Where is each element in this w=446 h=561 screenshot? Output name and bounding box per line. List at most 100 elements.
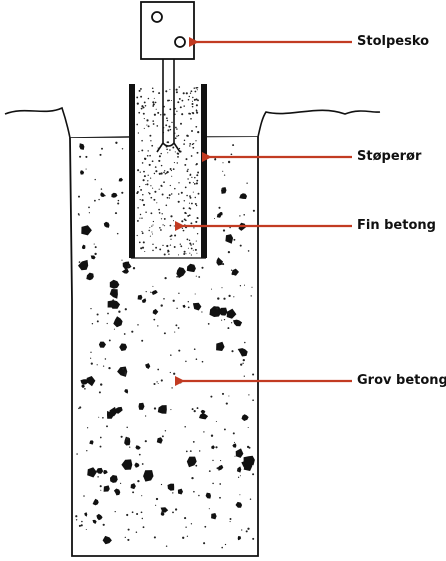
coarse-stone — [96, 467, 104, 474]
label-stolpesko: Stolpesko — [357, 34, 430, 49]
fine-speckle-dot — [173, 225, 175, 227]
coarse-speckle-dot — [76, 453, 78, 455]
fine-speckle-dot — [186, 134, 189, 137]
fine-speckle-dot — [170, 234, 173, 237]
coarse-speckle-dot — [221, 319, 223, 321]
coarse-speckle-dot — [99, 436, 102, 439]
fine-speckle-dot — [168, 125, 171, 128]
fine-speckle-dot — [165, 124, 168, 127]
coarse-speckle-dot — [179, 381, 182, 384]
fine-speckle-dot — [152, 103, 155, 106]
coarse-speckle-dot — [210, 395, 213, 398]
coarse-speckle-dot — [78, 261, 81, 263]
fine-speckle-dot — [187, 98, 190, 101]
coarse-speckle-dot — [227, 327, 230, 330]
coarse-speckle-dot — [131, 511, 134, 514]
fine-speckle-dot — [139, 186, 141, 188]
fine-speckle-dot — [197, 217, 199, 220]
coarse-speckle-dot — [121, 259, 123, 261]
fine-speckle-dot — [177, 200, 180, 203]
bolt-hole-top — [151, 11, 163, 23]
fine-speckle-dot — [153, 113, 156, 116]
fine-speckle-dot — [141, 139, 143, 142]
fine-speckle-dot — [186, 194, 188, 197]
coarse-speckle-dot — [100, 383, 103, 386]
fine-speckle-dot — [163, 253, 166, 256]
fine-speckle-dot — [184, 163, 187, 166]
coarse-stone — [233, 319, 243, 327]
coarse-speckle-dot — [238, 320, 240, 322]
fine-speckle-dot — [158, 212, 161, 214]
fine-speckle-dot — [141, 246, 145, 249]
coarse-speckle-dot — [233, 441, 236, 443]
coarse-speckle-dot — [174, 331, 176, 333]
fine-speckle-dot — [138, 111, 141, 114]
coarse-stone — [141, 298, 147, 303]
fine-speckle-dot — [156, 202, 158, 204]
fine-speckle-dot — [175, 91, 178, 94]
coarse-speckle-dot — [160, 304, 163, 307]
coarse-speckle-dot — [131, 330, 134, 333]
fine-speckle-dot — [136, 123, 139, 126]
fine-speckle-dot — [187, 247, 189, 249]
coarse-speckle-dot — [219, 483, 222, 485]
coarse-stone — [236, 466, 242, 473]
coarse-speckle-dot — [225, 402, 228, 405]
coarse-speckle-dot — [91, 323, 94, 325]
fine-speckle-dot — [168, 253, 170, 255]
fine-speckle-dot — [151, 233, 154, 235]
coarse-speckle-dot — [223, 428, 226, 431]
coarse-speckle-dot — [249, 498, 252, 500]
fine-speckle-dot — [152, 120, 155, 122]
coarse-speckle-dot — [242, 358, 245, 362]
fine-speckle-dot — [163, 181, 165, 184]
coarse-stone — [145, 363, 151, 369]
fine-speckle-dot — [151, 144, 154, 147]
coarse-speckle-dot — [193, 410, 196, 413]
coarse-stone — [81, 225, 92, 236]
coarse-speckle-dot — [171, 387, 173, 389]
coarse-speckle-dot — [198, 276, 201, 278]
fine-speckle-dot — [191, 100, 194, 102]
fine-speckle-dot — [162, 224, 164, 226]
fine-speckle-dot — [147, 174, 149, 176]
fine-speckle-dot — [195, 109, 197, 111]
coarse-stone — [156, 437, 163, 444]
fine-speckle-dot — [157, 111, 160, 114]
coarse-speckle-dot — [100, 188, 103, 190]
coarse-speckle-dot — [122, 367, 125, 370]
fine-speckle-dot — [183, 200, 186, 202]
coarse-speckle-dot — [124, 536, 126, 539]
bolt-hole-bottom — [174, 36, 186, 48]
coarse-speckle-dot — [220, 460, 222, 462]
coarse-speckle-dot — [157, 382, 159, 385]
fine-speckle-dot — [144, 250, 146, 253]
coarse-speckle-dot — [230, 153, 233, 156]
coarse-stone — [86, 376, 96, 387]
coarse-speckle-dot — [75, 515, 78, 518]
coarse-speckle-dot — [101, 147, 103, 150]
fine-speckle-dot — [188, 202, 191, 204]
fine-speckle-dot — [197, 99, 199, 102]
coarse-speckle-dot — [227, 250, 231, 254]
fine-speckle-dot — [142, 179, 145, 182]
coarse-speckle-dot — [145, 290, 147, 293]
coarse-speckle-dot — [112, 299, 115, 301]
fine-speckle-dot — [190, 202, 193, 205]
coarse-speckle-dot — [152, 293, 154, 295]
fine-speckle-dot — [190, 90, 193, 93]
coarse-speckle-dot — [85, 168, 87, 170]
coarse-stone — [102, 535, 112, 545]
fine-speckle-dot — [190, 222, 193, 225]
coarse-speckle-dot — [90, 351, 92, 353]
fine-speckle-dot — [190, 117, 192, 120]
coarse-speckle-dot — [239, 285, 242, 287]
fine-speckle-dot — [184, 219, 187, 222]
fine-speckle-dot — [177, 254, 180, 256]
coarse-speckle-dot — [114, 212, 118, 215]
coarse-speckle-dot — [121, 191, 124, 194]
coarse-stone — [135, 445, 141, 450]
coarse-speckle-dot — [214, 158, 217, 161]
coarse-stone — [217, 464, 224, 471]
label-stoperor: Støperør — [357, 149, 422, 164]
